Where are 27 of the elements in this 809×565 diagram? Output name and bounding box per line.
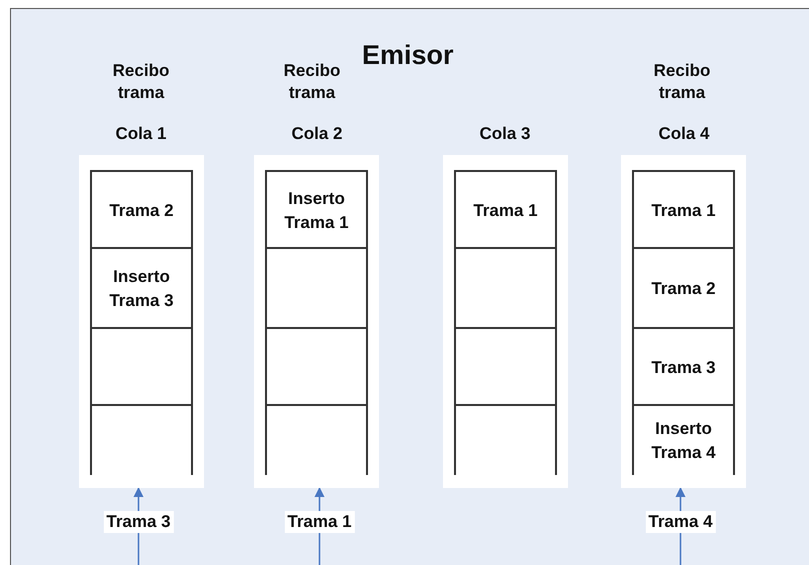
queue-slot [265, 247, 368, 329]
queue-slot: Inserto Trama 3 [90, 247, 193, 329]
queue-slot: Trama 2 [632, 247, 735, 329]
edge-label: Trama 4 [645, 511, 716, 533]
queue-slot [454, 247, 557, 329]
queue-slot: Trama 1 [454, 170, 557, 249]
edge-label: Trama 3 [103, 511, 174, 533]
queue-slot: Inserto Trama 1 [265, 170, 368, 249]
queue-heading: Cola 3 [478, 124, 532, 144]
side-caption: Recibo trama [282, 60, 342, 104]
queue-slot [265, 404, 368, 475]
side-caption: Recibo trama [112, 60, 170, 104]
queue-slot [90, 327, 193, 406]
queue-slot [454, 404, 557, 475]
queue-heading: Cola 2 [290, 124, 344, 144]
edge-label: Trama 1 [284, 511, 355, 533]
diagram-title: Emisor [362, 40, 454, 71]
queue-slot: Trama 2 [90, 170, 193, 249]
queue-slot [90, 404, 193, 475]
queue-slot: Inserto Trama 4 [632, 404, 735, 475]
queue-slot: Trama 1 [632, 170, 735, 249]
side-caption: Recibo trama [652, 60, 712, 104]
queue-slot: Trama 3 [632, 327, 735, 406]
queue-heading: Cola 1 [114, 124, 168, 144]
queue-slot [265, 327, 368, 406]
queue-slot [454, 327, 557, 406]
queue-heading: Cola 4 [657, 124, 711, 144]
